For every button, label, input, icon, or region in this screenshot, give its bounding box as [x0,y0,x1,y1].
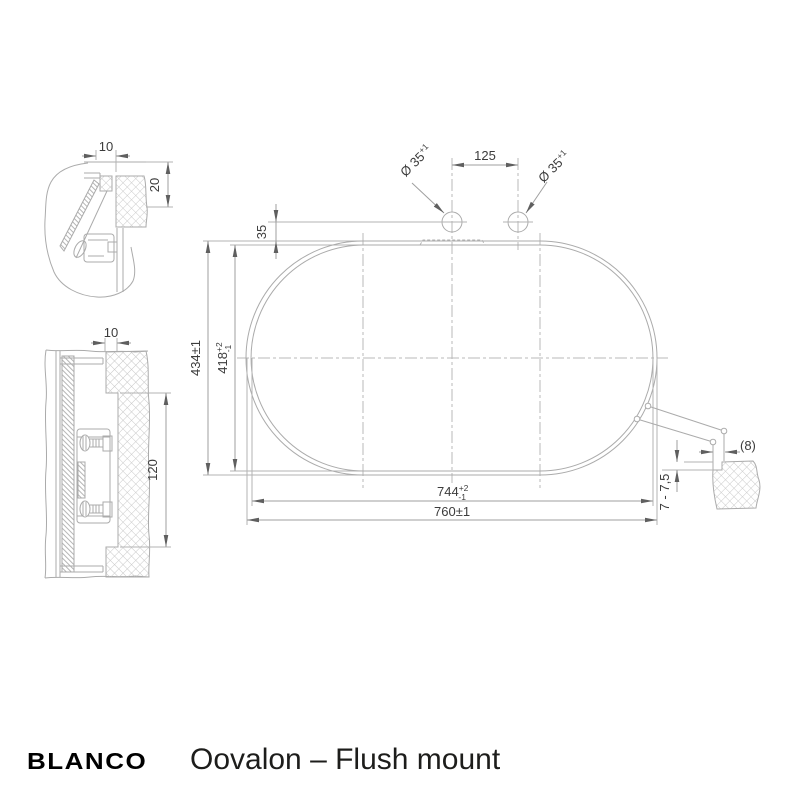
dim-cutout-height: 418+2-1 [214,245,238,471]
hidden-tab-edge [419,239,486,246]
dim-rebate-depth-right: 7 - 7,5 [657,440,680,511]
dim-label-dia-left: Ø 35+1 [396,141,434,179]
dim-ledge-width: (8) [699,438,756,455]
countertop-hatch-block [115,175,148,228]
dim-hole-pitch: 125 [452,148,518,168]
rim-section-edges [712,434,725,470]
cabinet-front-lines [116,228,124,292]
dim-label-10-mid: 10 [104,325,118,340]
height-extension-lines [203,240,364,476]
width-extension-lines [246,358,658,525]
dim-label-418: 418+2-1 [214,342,233,374]
dim-hole-offset: 35 [254,204,279,259]
callout-node [633,415,641,423]
clamp-bracket-body [76,428,111,524]
dim-label-10-top: 10 [99,139,113,154]
dim-label-7-75: 7 - 7,5 [657,474,672,511]
dim-hole-dia-left: Ø 35+1 [396,141,445,214]
clamp-assembly-small [73,228,124,292]
clamp-assembly [76,428,113,524]
dim-label-8: (8) [740,438,756,453]
dim-outer-width: 760±1 [247,504,657,523]
dim-hole-dia-right: Ø 35+1 [525,147,572,214]
edge-detail-callout [633,402,728,470]
bowl-wall-steel [59,179,100,252]
countertop-section-hatch [712,460,761,510]
sink-edge-steel-strip [61,355,75,573]
callout-node [720,427,728,435]
countertop-hatch-lip [99,175,113,192]
clamp-screw-head [73,240,87,258]
dim-clamp-span: 120 [120,392,171,548]
rebate-depth-extension-lines [662,461,713,471]
drawing-title: Oovalon – Flush mount [190,743,501,776]
countertop-hatch-strip [105,350,151,578]
dim-rebate-width-top: 10 [82,139,130,172]
clamp-plate [77,461,86,499]
dim-label-20: 20 [147,178,162,192]
bowl-wall-lines [55,351,61,577]
dim-label-120: 120 [145,459,160,481]
cutout-outline [250,244,654,472]
break-outline [44,162,136,298]
bowl-inner-line [75,190,108,259]
dim-label-744: 744+2-1 [437,483,469,502]
title-block: BLANCO Oovalon – Flush mount [0,742,800,787]
dim-cutout-width: 744+2-1 [252,483,653,504]
callout-node [709,438,717,446]
dim-rebate-depth-top: 20 [146,161,173,208]
clamp-screw-upper [79,434,113,452]
detail-mid-left-section: 10 120 [44,325,171,579]
dim-label-35: 35 [254,225,269,239]
callout-node [644,402,652,410]
dim-label-dia-right: Ø 35+1 [534,147,572,185]
rim-flange-lines [60,357,104,573]
dim-rebate-width-mid: 10 [91,325,131,351]
detail-top-left-section: 10 20 [44,139,173,298]
detail-right-section: 7 - 7,5 (8) [657,438,761,511]
break-line-left [44,349,48,579]
clamp-screw-lower [79,500,113,518]
dim-label-760: 760±1 [434,504,470,519]
sink-outer-rim-outline [245,240,658,476]
dim-outer-height: 434±1 [188,241,211,475]
dim-label-125: 125 [474,148,496,163]
main-plan-view: 125 Ø 35+1 Ø 35+1 35 434±1 418+2-1 [188,141,668,525]
dim-label-434: 434±1 [188,340,203,376]
rim-profile-lines [84,172,117,227]
blanco-logo: BLANCO [27,748,148,775]
